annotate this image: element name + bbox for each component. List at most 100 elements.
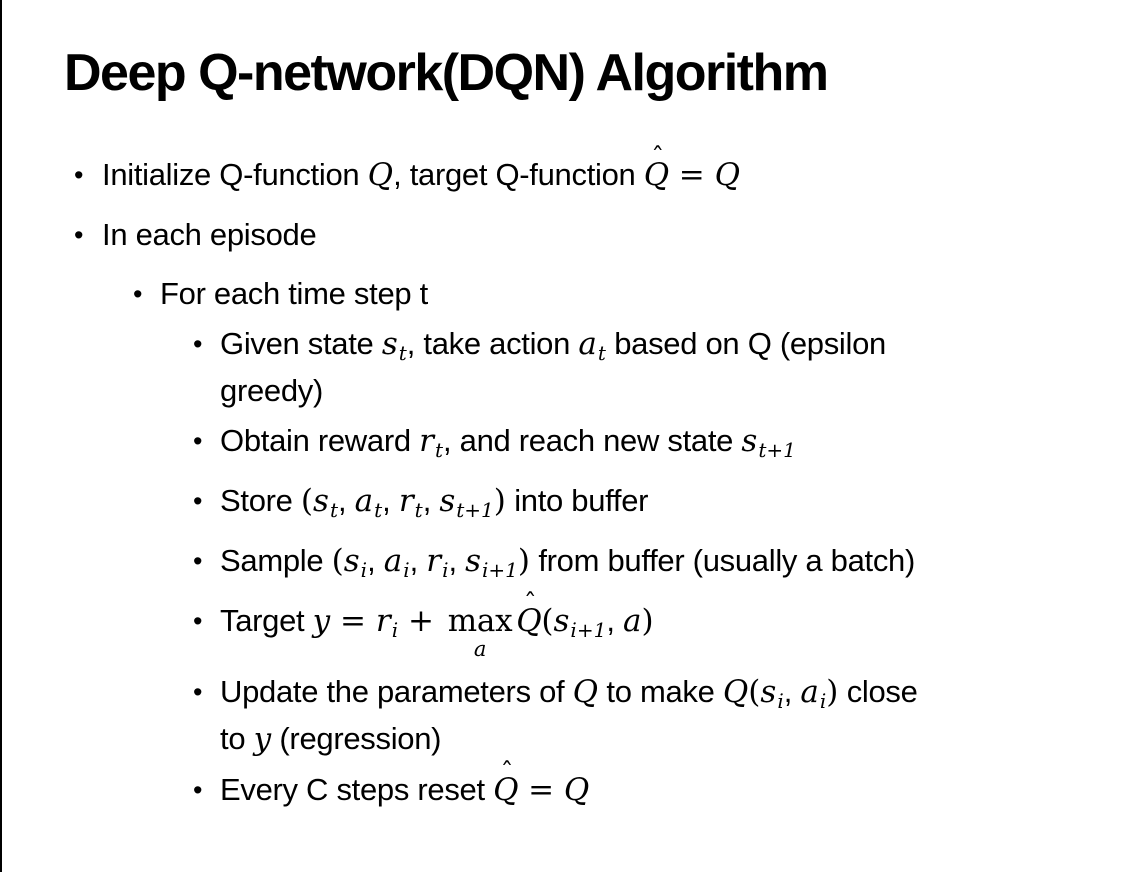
math-subscript: i	[819, 689, 827, 714]
math-var: st+1	[741, 423, 796, 463]
math-var: si+1	[553, 603, 607, 643]
text-run: , and reach new state	[443, 423, 742, 459]
math-operator: =	[518, 772, 564, 809]
bullet-marker: •	[193, 329, 203, 360]
bullet-item: •In each episode	[2, 216, 1124, 253]
math-var: ri	[426, 543, 449, 583]
math-var: st	[313, 483, 338, 523]
text-run: Given state	[220, 326, 382, 362]
bullet-text: For each time step t	[160, 276, 428, 311]
math-var: Q	[714, 157, 741, 194]
text-run: close	[838, 674, 918, 710]
hat-accent: ˆ	[500, 758, 514, 789]
math-var: a	[622, 603, 642, 640]
math-operator: (	[300, 483, 314, 520]
bullet-marker: •	[74, 160, 84, 191]
math-var: Q	[572, 674, 599, 711]
text-run: Initialize Q-function	[102, 157, 368, 193]
math-var: y	[253, 721, 272, 758]
math-var: rt	[419, 423, 443, 463]
bullet-list: •Initialize Q-function Q, target Q-funct…	[2, 143, 1124, 809]
math-operator: (	[541, 603, 554, 640]
slide-title: Deep Q-network(DQN) Algorithm	[64, 44, 829, 102]
bullet-item: • Sample (si, ai, ri, si+1) from buffer (…	[2, 542, 1124, 589]
text-run: Every C steps reset	[220, 772, 494, 808]
bullet-marker: •	[193, 486, 203, 517]
text-run: , target Q-function	[393, 157, 644, 193]
text-run: Update the parameters of	[220, 674, 573, 710]
bullet-text: In each episode	[102, 217, 317, 253]
math-subscript: t+1	[456, 498, 494, 523]
bullet-marker: •	[193, 426, 203, 457]
text-run: Store	[220, 483, 301, 519]
max-under-var: a	[473, 637, 487, 662]
bullet-item: • Update the parameters of Q to make Q(si…	[2, 673, 1124, 758]
math-var: Q	[367, 157, 394, 194]
bullet-text: Obtain reward rt, and reach new state st…	[220, 423, 796, 463]
math-var: at	[354, 483, 383, 523]
math-operator: =	[330, 603, 376, 640]
math-subscript: t	[329, 498, 338, 523]
math-var: y	[312, 603, 331, 640]
math-subscript: t	[597, 341, 606, 366]
bullet-item: • Obtain reward rt, and reach new state s…	[2, 422, 1124, 469]
math-var: Q	[563, 772, 590, 809]
text-run: In each episode	[102, 217, 317, 253]
text-run: from buffer (usually a batch)	[530, 543, 916, 579]
text-run: Obtain reward	[220, 423, 420, 459]
math-operator: (	[748, 674, 761, 711]
text-run: ,	[783, 674, 801, 710]
text-run: ,	[606, 603, 623, 639]
math-subscript: i	[777, 689, 784, 714]
bullet-item: • Given state st, take action at based on…	[2, 325, 1124, 409]
text-run: ,	[338, 483, 355, 519]
bullet-marker: •	[193, 677, 203, 708]
math-subscript: t+1	[758, 438, 796, 463]
text-run: greedy)	[220, 373, 324, 409]
bullet-item: • Store (st, at, rt, st+1) into buffer	[2, 482, 1124, 529]
text-run: to	[220, 721, 254, 757]
text-run: ,	[382, 483, 399, 519]
text-run: based on Q (epsilon	[605, 326, 886, 362]
math-subscript: i+1	[482, 558, 518, 583]
math-var: ai	[800, 674, 827, 714]
text-run: into buffer	[505, 483, 649, 519]
bullet-text: Store (st, at, rt, st+1) into buffer	[220, 483, 649, 523]
text-run: Target	[220, 603, 313, 639]
math-var: Q	[722, 674, 749, 711]
math-var: si	[343, 543, 368, 583]
math-subscript: t	[434, 438, 443, 463]
math-var: st	[381, 326, 407, 366]
text-run: to make	[598, 674, 723, 710]
hat-accent: ˆ	[651, 143, 664, 174]
math-var: at	[578, 326, 606, 366]
bullet-item: •Initialize Q-function Q, target Q-funct…	[2, 143, 1124, 194]
hat-accent: ˆ	[523, 589, 537, 620]
math-operator: +	[398, 603, 444, 640]
math-operator: )	[493, 483, 506, 520]
bullet-item: •For each time step t	[2, 275, 1124, 312]
math-var: rt	[398, 483, 423, 523]
bullet-text: Sample (si, ai, ri, si+1) from buffer (u…	[220, 543, 916, 583]
text-run: ,	[367, 543, 384, 579]
max-label: max	[447, 603, 513, 640]
text-run: , take action	[406, 326, 579, 362]
bullet-text: Update the parameters of Q to make Q(si,…	[220, 674, 918, 758]
text-run: Sample	[220, 543, 332, 579]
math-var: si+1	[465, 543, 518, 583]
text-run: ,	[409, 543, 427, 579]
bullet-text: Given state st, take action at based on …	[220, 326, 886, 408]
math-subscript: t	[414, 498, 423, 523]
bullet-marker: •	[193, 775, 203, 806]
bullet-marker: •	[193, 606, 203, 637]
math-operator: )	[826, 674, 839, 711]
text-run: ,	[448, 543, 466, 579]
math-operator: =	[668, 157, 715, 194]
bullet-marker: •	[193, 546, 203, 577]
